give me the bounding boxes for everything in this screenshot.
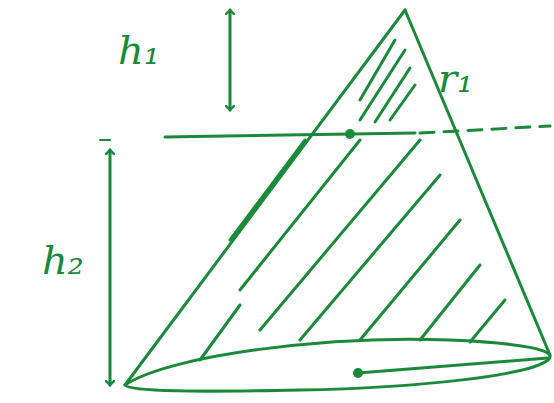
cone-side <box>125 10 405 385</box>
hatch <box>240 140 360 290</box>
cone-side <box>405 10 550 355</box>
dimension-label: h₂ <box>42 240 84 280</box>
dimension-label: h₁ <box>118 30 160 70</box>
center-point <box>353 368 363 378</box>
hatch <box>375 68 410 122</box>
hatch <box>300 175 440 340</box>
hatch <box>470 300 505 342</box>
dimension-label: r₁ <box>438 58 473 98</box>
height-arrow <box>109 150 112 385</box>
hatch <box>390 85 415 120</box>
section-line <box>420 126 550 133</box>
cone-base <box>125 339 550 391</box>
hatch <box>260 140 420 330</box>
hatch <box>360 220 460 340</box>
section-line <box>165 133 415 137</box>
radius-line <box>358 358 548 373</box>
center-point <box>345 129 355 139</box>
section-line <box>100 139 110 141</box>
height-arrow <box>229 10 232 110</box>
hatch <box>420 265 480 340</box>
hatch <box>200 305 240 360</box>
